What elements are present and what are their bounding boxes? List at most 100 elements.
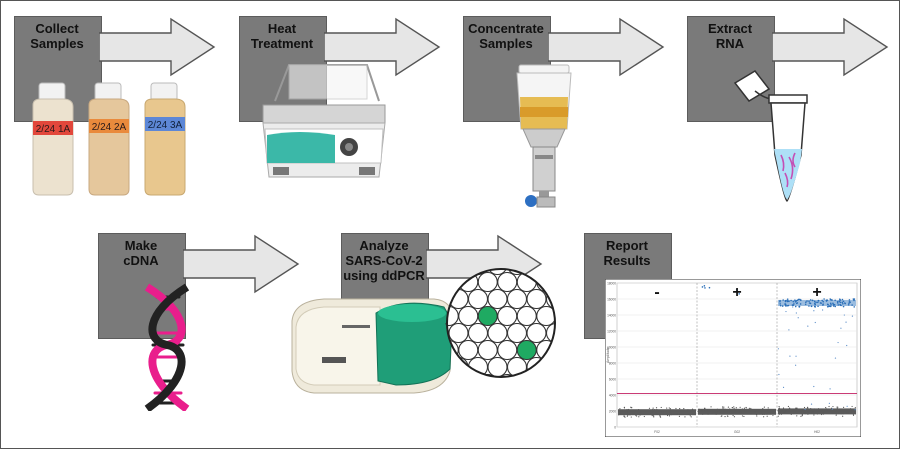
positive-droplet: [825, 299, 828, 301]
negative-droplet: [728, 411, 730, 413]
positive-droplet: [815, 301, 817, 304]
negative-droplet: [754, 411, 756, 413]
step-label-report-results: Report Results: [603, 238, 651, 268]
negative-droplet: [732, 414, 734, 417]
negative-droplet: [777, 410, 779, 412]
positive-droplet: [832, 305, 835, 307]
droplet: [536, 271, 555, 293]
negative-droplet: [723, 406, 725, 408]
positive-droplet: [838, 300, 841, 303]
positive-droplet: [842, 300, 845, 303]
negative-droplet: [845, 409, 847, 412]
positive-droplet: [804, 303, 807, 306]
negative-droplet: [821, 408, 823, 410]
droplet: [477, 339, 498, 361]
negative-droplet: [772, 411, 774, 413]
negative-droplet: [782, 407, 785, 409]
negative-droplet: [622, 410, 624, 412]
positive-droplet: [784, 300, 787, 303]
negative-droplet: [697, 411, 699, 413]
y-tick-label: 8000: [609, 362, 616, 366]
y-tick-label: 18000: [607, 282, 616, 286]
positive-droplet: [808, 300, 810, 302]
droplet: [447, 288, 450, 310]
rain-droplet: [846, 405, 848, 407]
negative-droplet: [805, 408, 807, 410]
x-tick-label: F02: [654, 430, 660, 434]
y-tick-label: 10000: [607, 346, 616, 350]
negative-droplet: [704, 409, 706, 411]
negative-droplet: [656, 408, 658, 411]
negative-droplet: [831, 407, 833, 409]
negative-droplet: [724, 410, 726, 412]
negative-droplet: [684, 416, 686, 418]
droplet: [506, 322, 528, 344]
negative-droplet: [842, 415, 844, 417]
negative-droplet: [813, 410, 815, 413]
negative-droplet: [811, 411, 814, 413]
negative-droplet: [652, 408, 654, 411]
negative-droplet: [679, 407, 681, 410]
positive-droplet: [829, 302, 832, 305]
negative-droplet: [678, 415, 681, 417]
negative-droplet: [731, 407, 734, 409]
negative-droplet: [651, 411, 653, 413]
negative-droplet: [763, 406, 765, 408]
droplet: [447, 356, 450, 377]
positive-droplet: [784, 303, 786, 305]
negative-droplet: [637, 408, 640, 411]
droplet: [467, 322, 489, 344]
negative-droplet: [715, 412, 717, 414]
negative-droplet: [700, 410, 702, 412]
droplet: [516, 373, 537, 377]
negative-droplet: [772, 414, 774, 417]
negative-droplet: [842, 406, 845, 408]
negative-droplet: [638, 414, 640, 416]
rain-droplet: [777, 348, 779, 350]
negative-droplet: [801, 413, 803, 416]
negative-droplet: [813, 408, 815, 410]
positive-droplet: [817, 299, 820, 302]
negative-droplet: [802, 410, 805, 413]
droplet: [536, 373, 555, 377]
negative-droplet: [846, 412, 848, 414]
positive-droplet: [787, 300, 790, 302]
negative-droplet: [780, 413, 782, 415]
negative-droplet: [735, 409, 737, 411]
positive-droplet: [834, 305, 837, 308]
droplet: [477, 271, 498, 293]
bottle-tag-text-3: 2/24 3A: [148, 120, 183, 131]
y-tick-label: 2000: [609, 410, 616, 414]
step-label-extract-rna: Extract RNA: [707, 21, 753, 51]
negative-droplet: [723, 409, 725, 411]
rain-droplet: [846, 344, 848, 347]
negative-droplet: [704, 407, 706, 409]
droplet: [497, 305, 518, 327]
negative-droplet: [744, 410, 747, 412]
positive-droplet: [822, 303, 824, 305]
negative-droplet: [663, 411, 665, 413]
arrow-icon: [548, 17, 665, 77]
positive-droplet: [779, 303, 781, 305]
negative-droplet: [787, 405, 790, 408]
rain-droplet: [840, 327, 842, 329]
negative-droplet: [727, 406, 730, 408]
negative-droplet: [716, 411, 718, 413]
rain-droplet: [810, 403, 813, 405]
negative-droplet: [690, 416, 692, 418]
negative-droplet: [676, 413, 678, 415]
droplet: [516, 339, 537, 361]
negative-droplet: [661, 411, 663, 413]
negative-droplet: [810, 412, 813, 415]
droplet: [497, 271, 518, 293]
bottle-3: 2/24 3A: [144, 82, 186, 196]
y-tick-label: 0: [614, 426, 616, 430]
bottle-1: 2/24 1A: [32, 82, 74, 196]
positive-droplet: [796, 299, 799, 301]
negative-droplet: [669, 409, 672, 411]
droplet: [447, 271, 459, 293]
negative-droplet: [787, 409, 789, 411]
negative-droplet: [660, 406, 662, 409]
positive-droplet: [806, 300, 808, 302]
negative-droplet: [740, 411, 743, 414]
